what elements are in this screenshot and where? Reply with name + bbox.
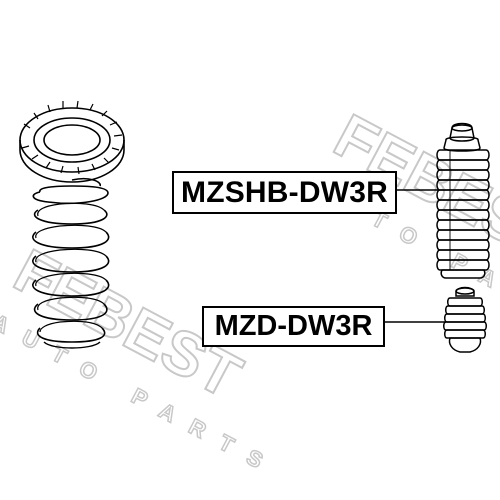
dust-boot	[436, 122, 490, 279]
bump-stop	[443, 286, 487, 353]
watermark-group: FEBEST AUTO PARTS FEBEST AUTO PARTS	[0, 100, 500, 482]
spring-seat-ring	[19, 100, 125, 183]
coil-spring	[32, 177, 110, 349]
part-label-mzd-dw3r: MZD-DW3R	[202, 306, 385, 347]
leader-lines	[385, 189, 446, 323]
part-label-mzshb-dw3r: MZSHB-DW3R	[172, 171, 397, 214]
